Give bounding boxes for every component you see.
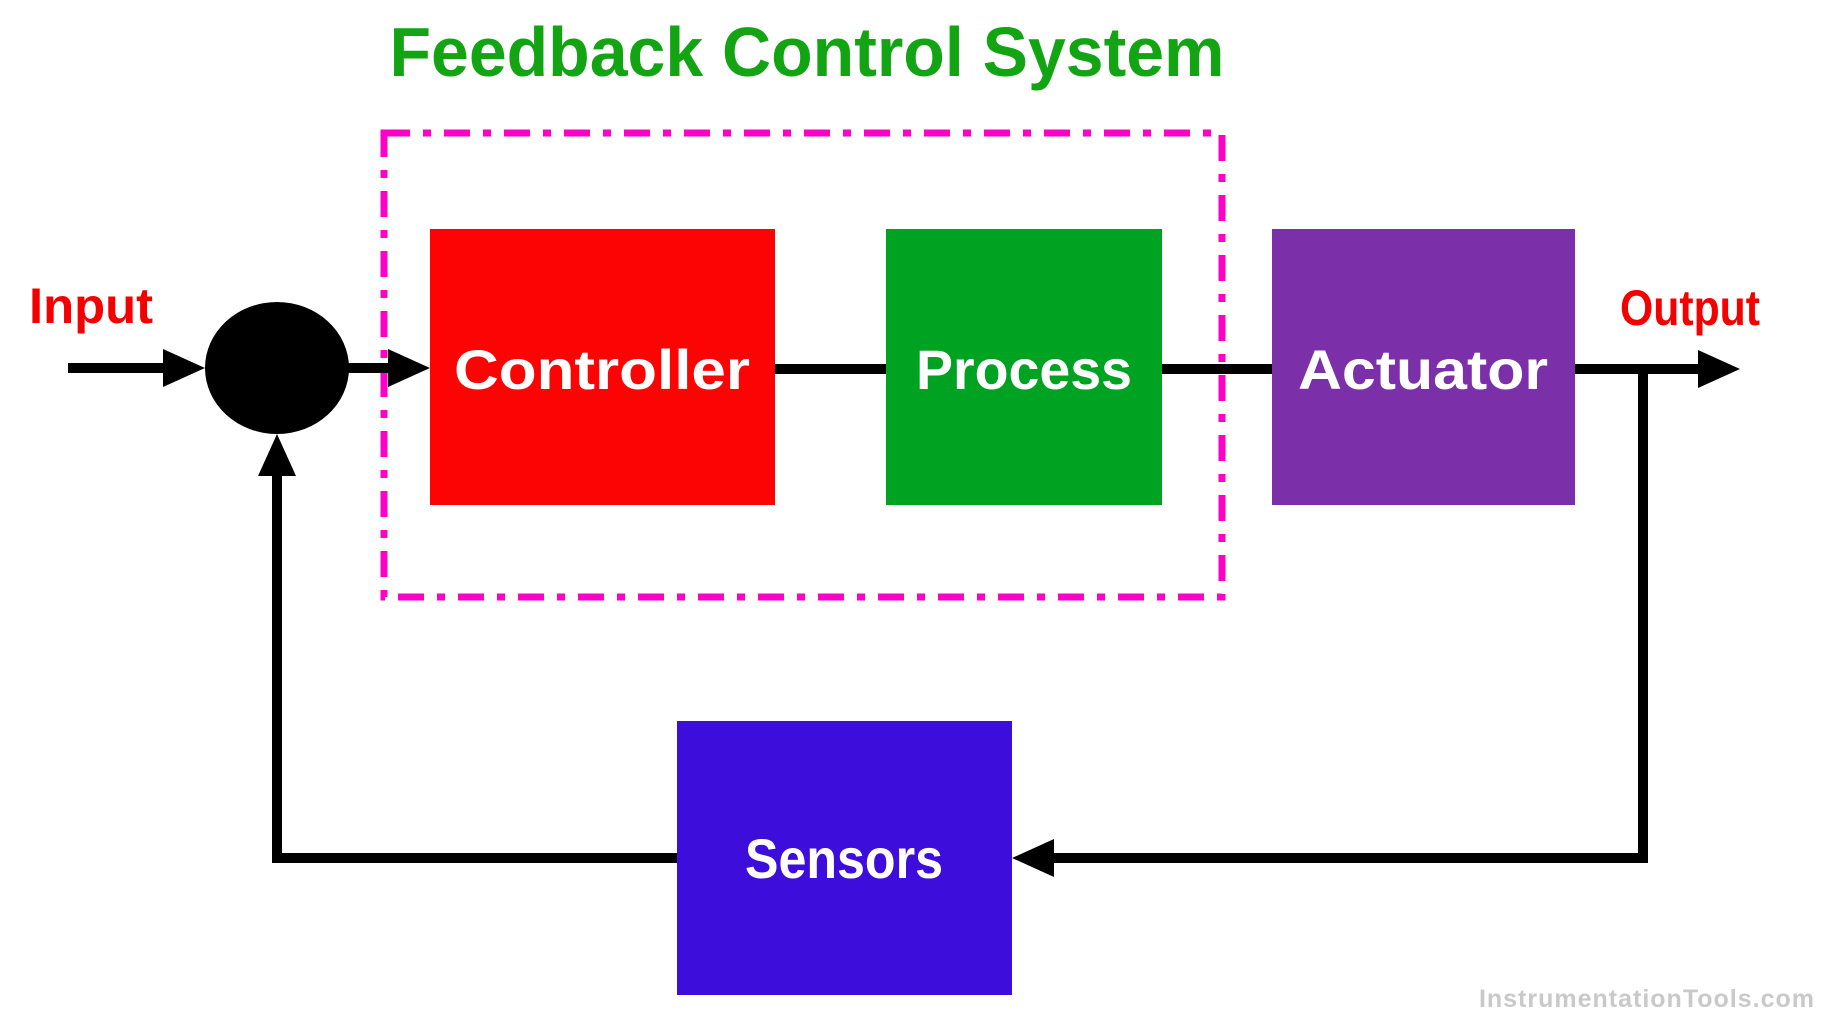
system-boundary-box [380, 129, 1226, 601]
actuator-block [1272, 229, 1575, 505]
input-arrowhead [163, 349, 205, 387]
sensors-arrowhead [1012, 839, 1054, 877]
actuator-label: Actuator [1298, 338, 1548, 401]
summing-junction [205, 302, 349, 434]
junction-feedback-arrowhead [258, 434, 296, 476]
process-block [886, 229, 1162, 505]
feedback-right-path [1048, 369, 1648, 863]
output-arrowhead [1698, 350, 1740, 388]
diagram-title: Feedback Control System [390, 13, 1225, 91]
controller-arrowhead [388, 349, 430, 387]
watermark: InstrumentationTools.com [1479, 985, 1815, 1013]
process-label: Process [916, 338, 1132, 401]
controller-block [430, 229, 775, 505]
sensors-label: Sensors [745, 827, 943, 890]
feedback-left-path [272, 470, 677, 863]
controller-label: Controller [454, 338, 750, 401]
output-label: Output [1620, 280, 1760, 336]
input-label: Input [29, 278, 153, 334]
sensors-block [677, 721, 1012, 995]
